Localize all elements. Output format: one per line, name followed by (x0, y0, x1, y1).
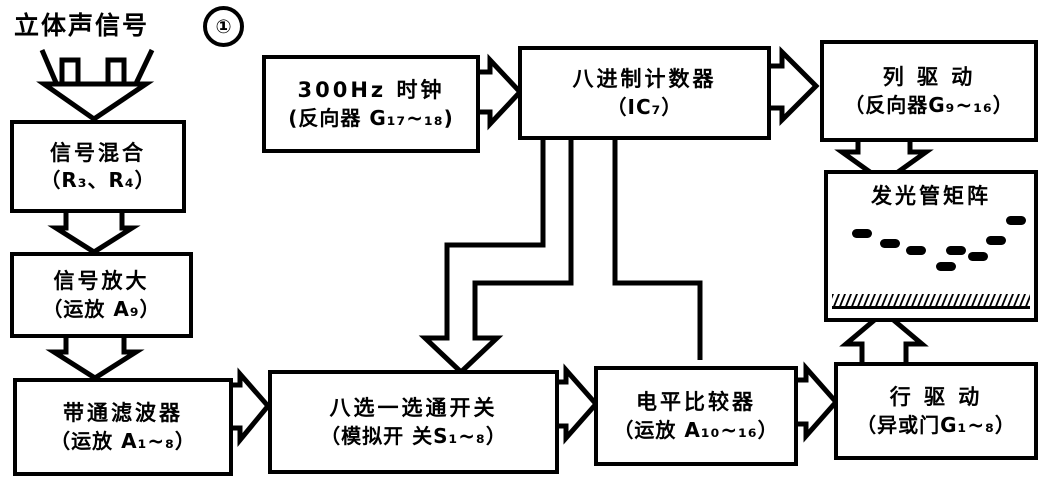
led-dot (936, 262, 956, 271)
block-subtitle: （运放 A₉） (42, 296, 161, 321)
block-subtitle: （R₃、R₄） (40, 168, 156, 193)
block-title: 300Hz 时钟 (297, 78, 445, 103)
block-title: 信号放大 (53, 269, 150, 294)
block-octal-counter[interactable]: 八进制计数器 （IC₇） (518, 46, 771, 140)
led-dot (968, 252, 988, 261)
block-title: 信号混合 (50, 140, 146, 165)
block-title: 八进制计数器 (572, 67, 717, 92)
led-dot (946, 246, 966, 255)
block-subtitle: （运放 A₁₀~₁₆） (613, 417, 779, 442)
block-300hz-clock[interactable]: 300Hz 时钟 (反向器 G₁₇~₁₈) (262, 55, 480, 153)
block-row-driver[interactable]: 行 驱 动 （异或门G₁~₈） (834, 362, 1038, 460)
block-title: 发光管矩阵 (871, 184, 991, 208)
circled-number-badge: ① (203, 6, 244, 47)
arrow-counter-to-mux (418, 129, 574, 376)
arrow-stereo-to-mix (36, 57, 155, 123)
block-signal-mixer[interactable]: 信号混合 （R₃、R₄） (10, 120, 186, 213)
block-column-driver[interactable]: 列 驱 动 （反向器G₉~₁₆） (820, 40, 1038, 142)
led-dot (906, 246, 926, 255)
led-dot (986, 236, 1006, 245)
block-title: 电平比较器 (636, 390, 756, 415)
block-level-comparator[interactable]: 电平比较器 （运放 A₁₀~₁₆） (594, 366, 798, 466)
block-eight-to-one-mux[interactable]: 八选一选通开关 （模拟开 关S₁~₈） (268, 370, 559, 474)
block-subtitle: （模拟开 关S₁~₈） (320, 423, 507, 448)
led-dot (852, 229, 872, 238)
led-dot (880, 239, 900, 248)
block-subtitle: （运放 A₁~₈） (50, 428, 196, 453)
block-title: 带通滤波器 (63, 401, 183, 426)
block-title: 八选一选通开关 (329, 396, 498, 421)
block-subtitle: (反向器 G₁₇~₁₈) (288, 105, 454, 130)
baseline-rule (832, 306, 1030, 309)
led-dot (1006, 216, 1026, 225)
page-title: 立体声信号 (14, 11, 150, 40)
block-title: 行 驱 动 (889, 385, 983, 410)
block-bandpass-filter[interactable]: 带通滤波器 （运放 A₁~₈） (13, 378, 233, 476)
block-subtitle: （反向器G₉~₁₆） (844, 92, 1014, 117)
block-led-matrix[interactable]: 发光管矩阵 (824, 170, 1038, 322)
block-title: 列 驱 动 (882, 65, 976, 90)
block-subtitle: （IC₇） (606, 94, 683, 119)
block-subtitle: （异或门G₁~₈） (856, 412, 1016, 437)
block-signal-amplifier[interactable]: 信号放大 （运放 A₉） (10, 252, 193, 338)
